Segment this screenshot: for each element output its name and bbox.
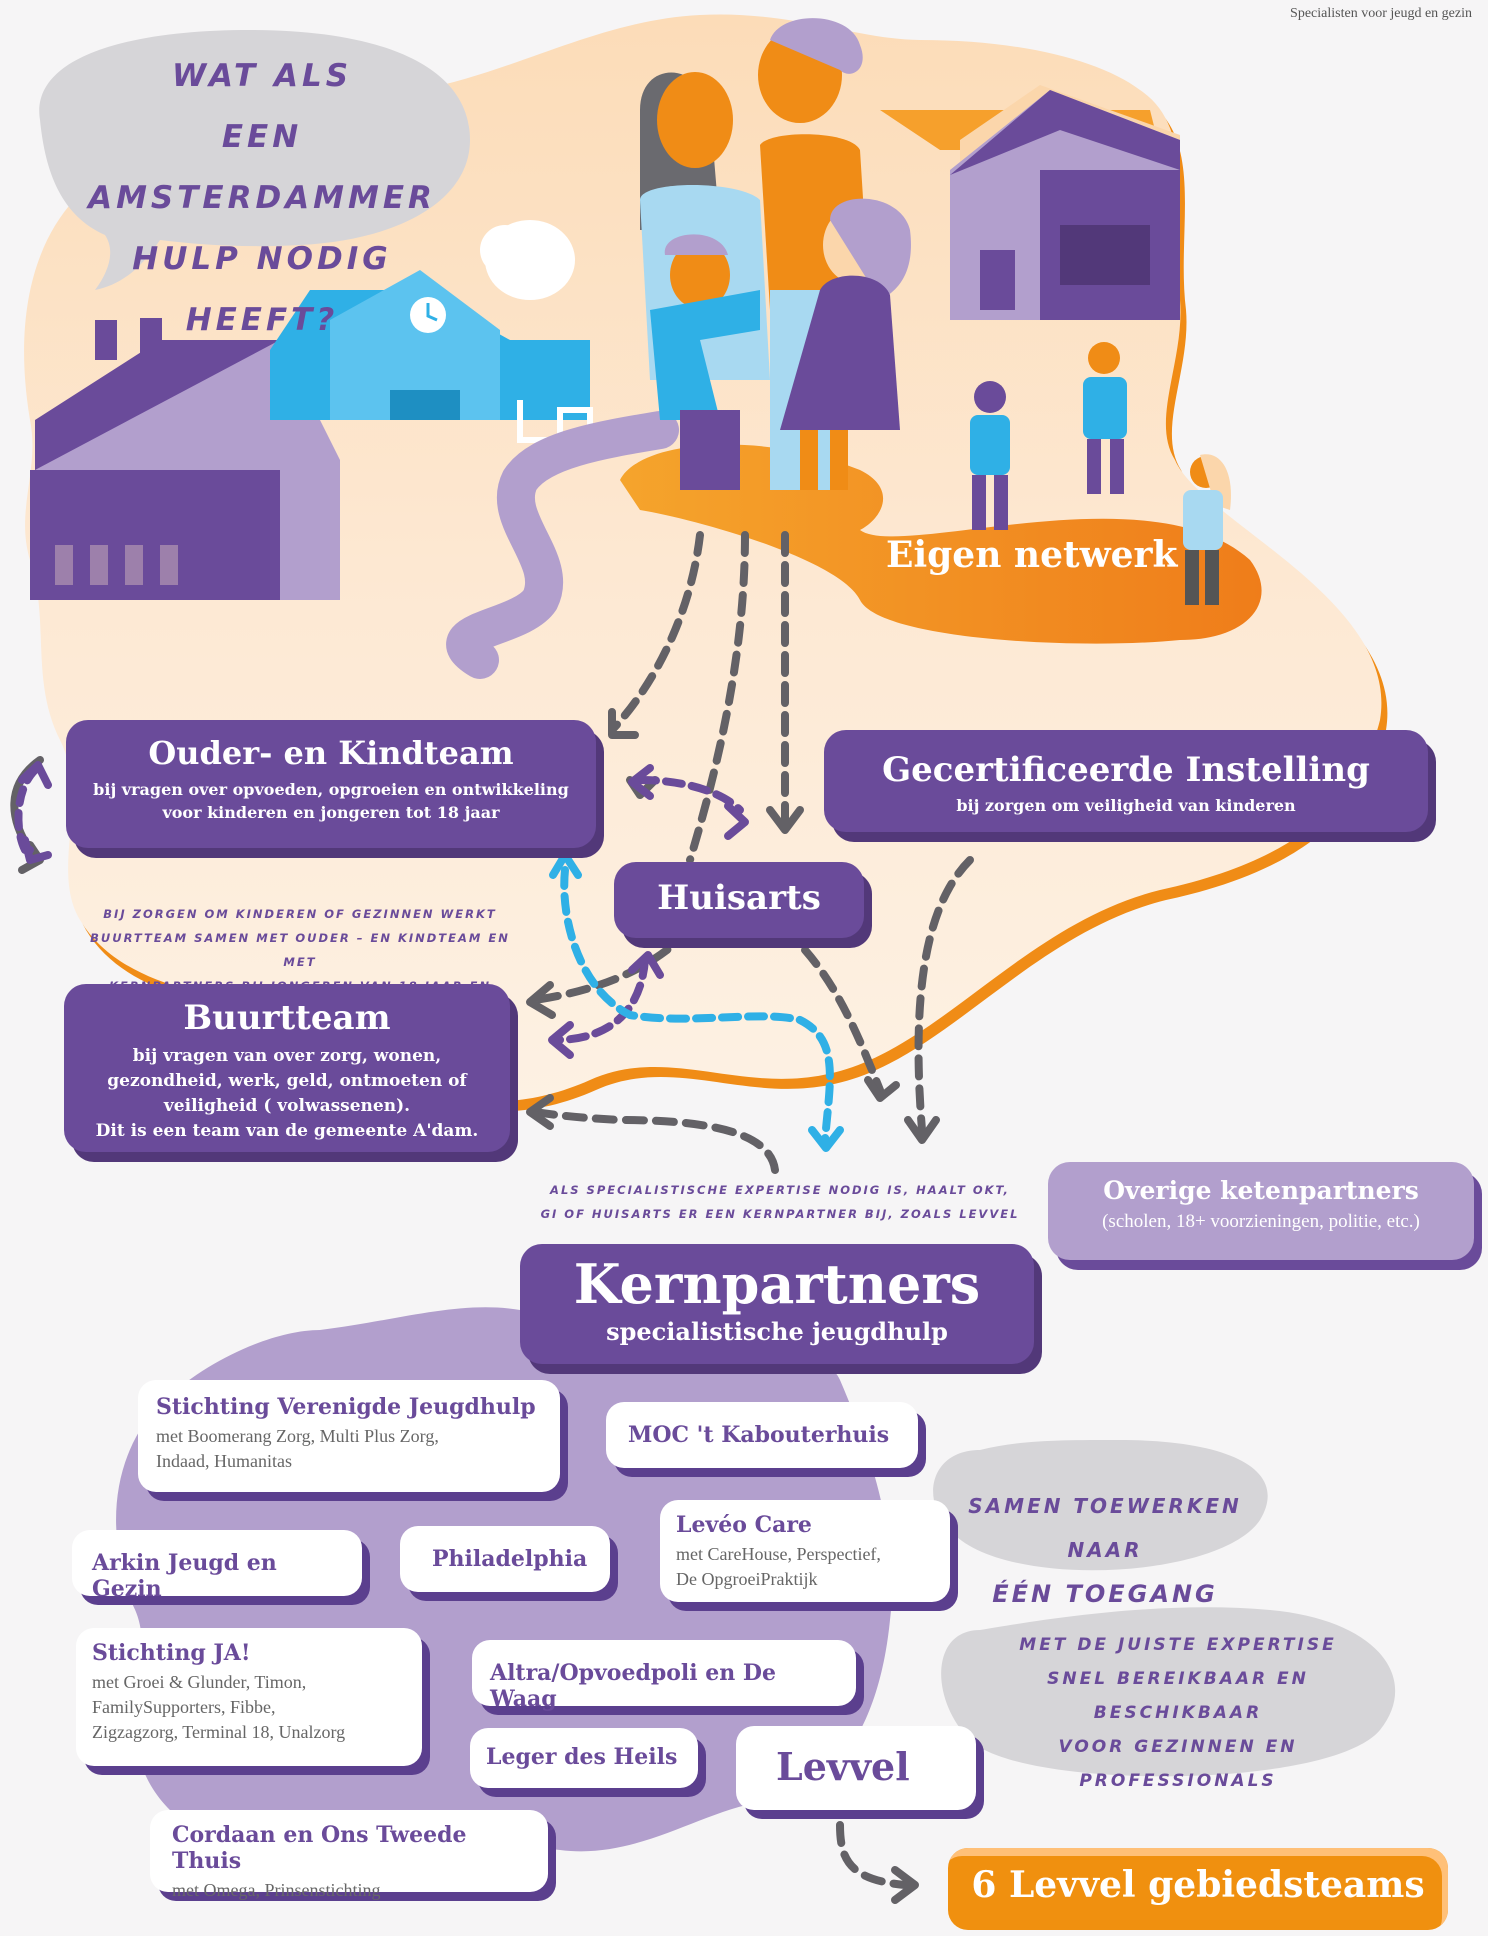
samen-text: SAMEN TOEWERKEN NAAR ÉÉN TOEGANG xyxy=(940,1484,1270,1616)
blue-arrows xyxy=(549,851,844,1152)
school-illustration xyxy=(270,220,593,443)
overige-title: Overige ketenpartners xyxy=(1103,1176,1419,1205)
partner-levvel[interactable]: Levvel xyxy=(736,1726,976,1810)
gecertificeerde-sub: bij zorgen om veiligheid van kinderen xyxy=(956,796,1296,815)
partner-sub: FamilySupporters, Fibbe, xyxy=(92,1697,276,1717)
tagline: Specialisten voor jeugd en gezin xyxy=(1290,6,1472,21)
kernpartners-title: Kernpartners xyxy=(573,1252,981,1316)
partner-title: Levvel xyxy=(776,1744,910,1789)
expertise-line: MET DE JUISTE EXPERTISE xyxy=(1019,1635,1337,1655)
partner-title: Arkin Jeugd en Gezin xyxy=(92,1550,277,1602)
partner-arkin[interactable]: Arkin Jeugd en Gezin xyxy=(72,1530,362,1602)
note-specialistisch-line: GI OF HUISARTS ER EEN KERNPARTNER BIJ, Z… xyxy=(540,1207,1020,1221)
huisarts-box[interactable]: Huisarts xyxy=(614,862,864,938)
samen-line: SAMEN TOEWERKEN NAAR xyxy=(968,1494,1242,1562)
buurtteam-box[interactable]: Buurtteam bij vragen van over zorg, wone… xyxy=(64,984,510,1152)
partner-title: MOC 't Kabouterhuis xyxy=(628,1422,890,1448)
partner-sub: met Boomerang Zorg, Multi Plus Zorg, xyxy=(156,1426,439,1446)
note-zorgen-line: BUURTTEAM SAMEN MET OUDER – EN KINDTEAM … xyxy=(90,931,510,969)
network-people-illustration xyxy=(970,342,1231,605)
question-line: WAT ALS xyxy=(171,58,353,94)
partner-ja[interactable]: Stichting JA! met Groei & Glunder, Timon… xyxy=(76,1628,422,1766)
grey-arrows xyxy=(531,531,974,1889)
question-text: WAT ALS EEN AMSTERDAMMER HULP NODIG HEEF… xyxy=(62,46,462,351)
overige-ketenpartners-box[interactable]: Overige ketenpartners (scholen, 18+ voor… xyxy=(1048,1162,1474,1260)
ouder-kindteam-title: Ouder- en Kindteam xyxy=(148,734,514,772)
note-specialistisch: ALS SPECIALISTISCHE EXPERTISE NODIG IS, … xyxy=(540,1178,1020,1226)
partner-sub: De OpgroeiPraktijk xyxy=(676,1569,818,1589)
partner-title: Stichting JA! xyxy=(92,1640,251,1666)
kernpartners-sub: specialistische jeugdhulp xyxy=(606,1317,948,1346)
buurtteam-line: Dit is een team van de gemeente A'dam. xyxy=(95,1121,479,1141)
overige-sub: (scholen, 18+ voorzieningen, politie, et… xyxy=(1102,1211,1420,1232)
partner-title: Leger des Heils xyxy=(486,1744,678,1770)
partner-altra[interactable]: Altra/Opvoedpoli en De Waag xyxy=(472,1640,856,1712)
gebiedsteams-box[interactable]: 6 Levvel gebiedsteams xyxy=(948,1848,1448,1930)
buurtteam-line: gezondheid, werk, geld, ontmoeten of xyxy=(107,1071,467,1091)
road-illustration xyxy=(446,411,679,679)
partner-philadelphia[interactable]: Philadelphia xyxy=(400,1526,610,1592)
buurtteam-line: veiligheid ( volwassenen). xyxy=(163,1096,411,1116)
partner-title: Stichting Verenigde Jeugdhulp xyxy=(156,1394,536,1420)
ouder-kindteam-line: bij vragen over opvoeden, opgroeien en o… xyxy=(93,780,569,799)
gecertificeerde-instelling-box[interactable]: Gecertificeerde Instelling bij zorgen om… xyxy=(824,730,1428,832)
buurtteam-line: bij vragen van over zorg, wonen, xyxy=(132,1046,442,1066)
house-right-illustration xyxy=(880,85,1180,320)
partner-svj[interactable]: Stichting Verenigde Jeugdhulp met Boomer… xyxy=(138,1380,560,1492)
partner-sub: met Omega, Prinsenstichting xyxy=(172,1880,381,1900)
expertise-bubble xyxy=(941,1607,1396,1777)
partner-leger[interactable]: Leger des Heils xyxy=(470,1728,698,1788)
ouder-kindteam-line: voor kinderen en jongeren tot 18 jaar xyxy=(162,803,500,822)
note-specialistisch-line: ALS SPECIALISTISCHE EXPERTISE NODIG IS, … xyxy=(550,1183,1010,1197)
expertise-line: VOOR GEZINNEN EN PROFESSIONALS xyxy=(1058,1737,1298,1791)
partner-title: Cordaan en Ons Tweede Thuis xyxy=(172,1822,467,1874)
family-illustration xyxy=(640,18,911,490)
partner-title: Altra/Opvoedpoli en De Waag xyxy=(490,1660,777,1712)
partner-sub: Indaad, Humanitas xyxy=(156,1451,292,1471)
partner-sub: Zigzagzorg, Terminal 18, Unalzorg xyxy=(92,1722,346,1742)
note-zorgen-line: BIJ ZORGEN OM KINDEREN OF GEZINNEN WERKT xyxy=(103,907,497,921)
partner-sub: met Groei & Glunder, Timon, xyxy=(92,1672,307,1692)
buurtteam-title: Buurtteam xyxy=(183,998,391,1038)
partner-leveo[interactable]: Levéo Care met CareHouse, Perspectief, D… xyxy=(660,1500,950,1602)
kernpartners-box[interactable]: Kernpartners specialistische jeugdhulp xyxy=(520,1244,1034,1364)
huisarts-title: Huisarts xyxy=(657,878,821,918)
ouder-kindteam-box[interactable]: Ouder- en Kindteam bij vragen over opvoe… xyxy=(66,720,596,848)
expertise-text: MET DE JUISTE EXPERTISE SNEL BEREIKBAAR … xyxy=(968,1628,1388,1798)
question-line: EEN AMSTERDAMMER xyxy=(88,119,436,216)
partner-title: Levéo Care xyxy=(676,1512,812,1538)
question-line: HULP NODIG HEEFT? xyxy=(132,241,392,338)
question-bubble xyxy=(39,30,471,290)
expertise-line: SNEL BEREIKBAAR EN BESCHIKBAAR xyxy=(1047,1669,1309,1723)
partner-title: Philadelphia xyxy=(432,1546,588,1572)
family-ground-illustration xyxy=(620,444,1262,644)
samen-line: ÉÉN TOEGANG xyxy=(992,1580,1218,1608)
house-left-illustration xyxy=(30,318,340,600)
eigen-netwerk-label: Eigen netwerk xyxy=(886,534,1178,576)
partner-moc[interactable]: MOC 't Kabouterhuis xyxy=(606,1402,918,1468)
partner-sub: met CareHouse, Perspectief, xyxy=(676,1544,881,1564)
gebiedsteams-title: 6 Levvel gebiedsteams xyxy=(971,1864,1425,1906)
partner-cordaan[interactable]: Cordaan en Ons Tweede Thuis met Omega, P… xyxy=(150,1810,548,1900)
gecertificeerde-title: Gecertificeerde Instelling xyxy=(882,750,1370,790)
purple-arrows xyxy=(14,761,749,1059)
